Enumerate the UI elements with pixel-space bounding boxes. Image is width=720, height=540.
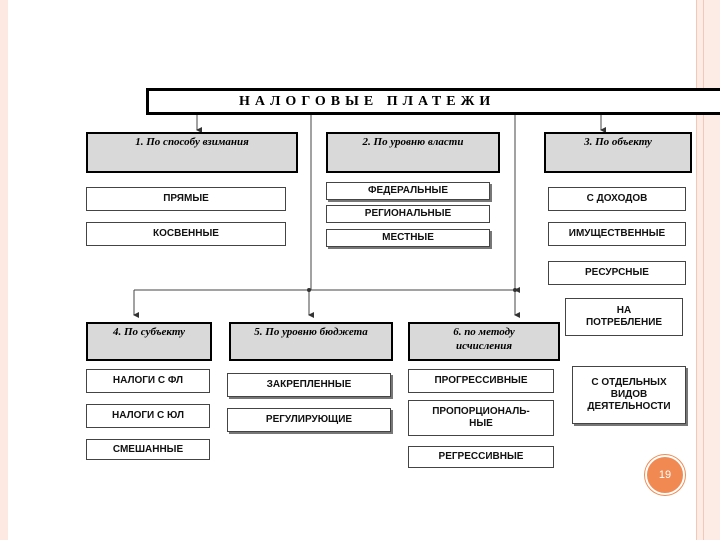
junction-dot-left [307,288,311,292]
item-resource: РЕСУРСНЫЕ [548,261,686,285]
item-activities: С ОТДЕЛЬНЫХ ВИДОВ ДЕЯТЕЛЬНОСТИ [572,366,686,424]
item-regional: РЕГИОНАЛЬНЫЕ [326,205,490,223]
item-mixed: СМЕШАННЫЕ [86,439,210,460]
item-local: МЕСТНЫЕ [326,229,490,247]
page-number-badge: 19 [645,455,685,495]
slide-frame-left [0,0,8,540]
item-regulating: РЕГУЛИРУЮЩИЕ [227,408,391,432]
item-consumption: НА ПОТРЕБЛЕНИЕ [565,298,683,336]
item-legal: НАЛОГИ С ЮЛ [86,404,210,428]
category-by-method: 1. По способу взимания [86,132,298,173]
category-by-budget: 5. По уровню бюджета [229,322,393,361]
item-proportional: ПРОПОРЦИОНАЛЬ-НЫЕ [408,400,554,436]
item-indirect: КОСВЕННЫЕ [86,222,286,246]
item-property: ИМУЩЕСТВЕННЫЕ [548,222,686,246]
category-by-calc: 6. по методу исчисления [408,322,560,361]
category-by-level: 2. По уровню власти [326,132,500,173]
item-federal: ФЕДЕРАЛЬНЫЕ [326,182,490,200]
junction-dot-right [513,288,517,292]
item-direct: ПРЯМЫЕ [86,187,286,211]
item-progressive: ПРОГРЕССИВНЫЕ [408,369,554,393]
category-by-subject: 4. По субъекту [86,322,212,361]
item-regressive: РЕГРЕССИВНЫЕ [408,446,554,468]
item-fixed: ЗАКРЕПЛЕННЫЕ [227,373,391,397]
item-income: С ДОХОДОВ [548,187,686,211]
category-by-object: 3. По объекту [544,132,692,173]
item-individuals: НАЛОГИ С ФЛ [86,369,210,393]
diagram-title: НАЛОГОВЫЕ ПЛАТЕЖИ [146,88,720,115]
